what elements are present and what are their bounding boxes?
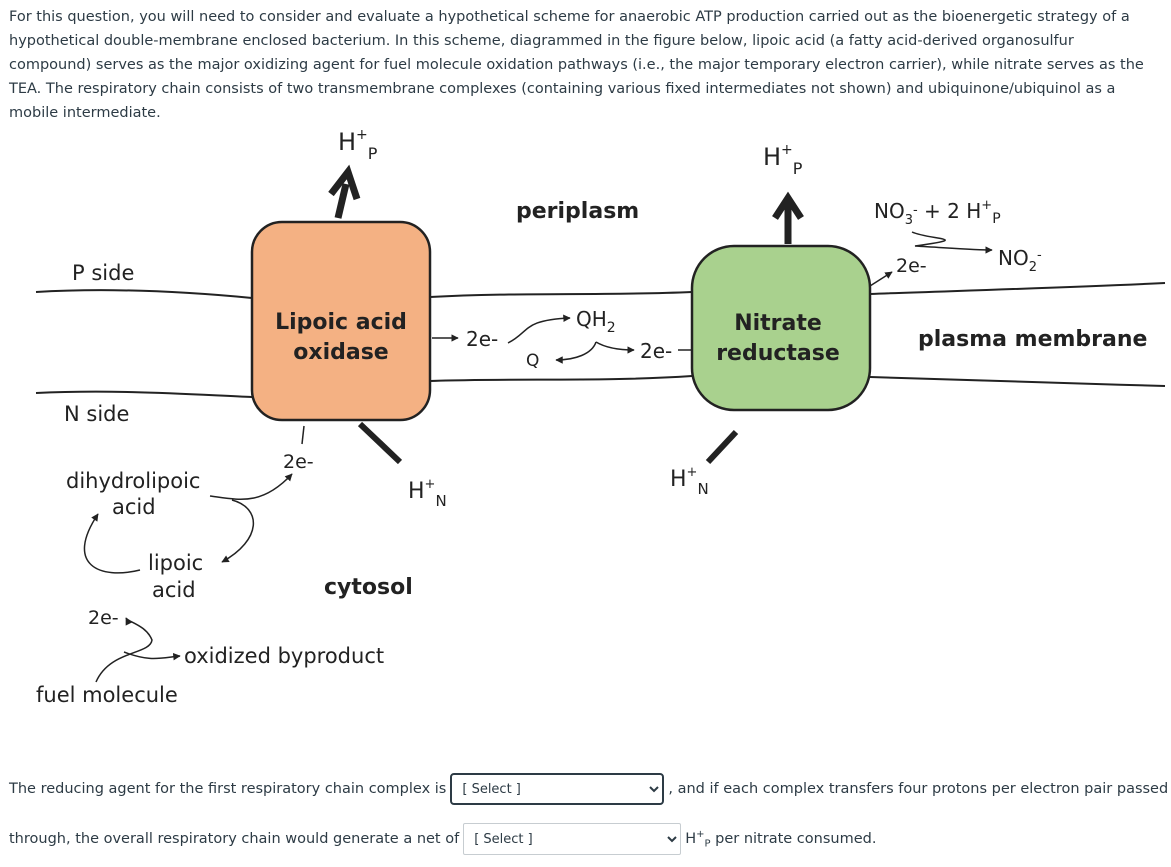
two-e-label-membrane-1: 2e- [466, 327, 498, 351]
lipoic-reduction-arrow [83, 513, 141, 574]
h-plus-p-label-2: H+P [763, 142, 803, 178]
nitrite-product-label: NO2- [998, 246, 1042, 275]
n-side-label: N side [64, 402, 129, 426]
q-label: Q [526, 351, 539, 371]
h-plus-n-label-2: H+N [670, 465, 709, 498]
periplasm-label: periplasm [516, 199, 639, 224]
dihydrolipoic-oxidation-arrow [209, 473, 293, 500]
proton-pump-arrow-2 [772, 191, 804, 244]
proton-uptake-line-2 [705, 429, 739, 465]
fuel-oxidation-arrow [95, 617, 153, 683]
question-sentence-1: The reducing agent for the first respira… [9, 772, 1168, 806]
lipoic-acid-label-line1: lipoic [148, 551, 203, 575]
plasma-membrane [35, 282, 1166, 398]
question-text-part2: , and if each complex transfers four pro… [668, 781, 1169, 797]
quinone-reduction-arrow [507, 314, 571, 344]
fuel-molecule-label: fuel molecule [36, 683, 178, 707]
nitrate-reductase-complex: Nitrate reductase [690, 244, 872, 412]
cytosol-label: cytosol [324, 575, 413, 600]
quinol-oxidation-arrow [595, 341, 635, 354]
question-text-part4: H+P per nitrate consumed. [685, 828, 877, 850]
h-plus-n-label-1: H+N [408, 477, 447, 510]
dihydrolipoic-acid-label-line2: acid [112, 495, 156, 519]
intro-paragraph: For this question, you will need to cons… [9, 9, 1144, 121]
quinone-cycle-back-arrow [555, 341, 597, 364]
complex1-label-line1: Lipoic acid [275, 310, 407, 335]
two-e-label-cytosol: 2e- [283, 451, 314, 473]
complex2-label-line1: Nitrate [734, 311, 822, 336]
qh2-label: QH2 [576, 307, 616, 336]
proton-uptake-line-1 [357, 421, 403, 465]
lipoic-acid-label-line2: acid [152, 578, 196, 602]
question-text-part1: The reducing agent for the first respira… [9, 781, 447, 797]
lipoic-acid-oxidase-complex: Lipoic acid oxidase [250, 220, 432, 422]
nitrate-reduction-arrow [911, 231, 993, 254]
two-e-label-fuel: 2e- [88, 607, 119, 629]
question-text-part3: through, the overall respiratory chain w… [9, 831, 460, 847]
byproduct-arrow [123, 651, 181, 661]
complex2-label-line2: reductase [716, 341, 840, 366]
reducing-agent-select[interactable]: [ Select ] [450, 773, 665, 805]
p-side-label: P side [72, 261, 134, 285]
oxidized-byproduct-label: oxidized byproduct [184, 644, 384, 668]
plasma-membrane-label: plasma membrane [918, 327, 1147, 352]
dihydrolipoic-acid-label-line1: dihydrolipoic [66, 469, 200, 493]
two-e-label-membrane-2: 2e- [640, 339, 672, 363]
complex1-label-line2: oxidase [293, 340, 388, 365]
proton-pump-arrow-1 [328, 164, 361, 219]
question-sentence-2: through, the overall respiratory chain w… [9, 822, 876, 856]
net-protons-select[interactable]: [ Select ] [463, 823, 682, 855]
lipoic-regeneration-arrow [221, 499, 255, 563]
nitrate-reactant-label: NO3- + 2 H+P [874, 198, 1001, 228]
electron-arrow-from-complex2 [869, 271, 893, 287]
respiratory-chain-diagram: Lipoic acid oxidase Nitrate reductase P … [35, 127, 1166, 707]
two-e-label-nitrate: 2e- [896, 255, 927, 277]
electron-line-to-complex1 [301, 425, 305, 445]
h-plus-p-label-1: H+P [338, 127, 378, 163]
